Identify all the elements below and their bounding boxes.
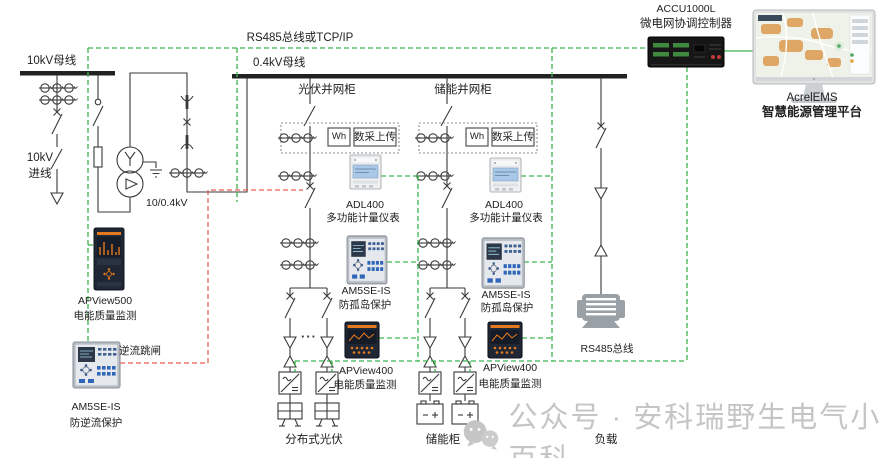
pv-string-2 [314, 288, 340, 427]
am5se-pv-model-label: AM5SE-IS [341, 285, 391, 297]
apview500-model-label: APView500 [77, 295, 133, 307]
storage-string-2 [451, 288, 479, 425]
accu1000l-device [647, 36, 725, 68]
transformer-branch [92, 75, 131, 213]
apview400-pv-model-label: APView400 [338, 365, 394, 377]
more-strings-dots: ··· [301, 329, 317, 344]
apview400-storage-device [487, 321, 523, 359]
motor-load [577, 294, 625, 328]
pv-branch [278, 78, 400, 289]
hv-incoming-feeder [39, 75, 78, 205]
am5se-pv-desc-label: 防孤岛保护 [338, 299, 392, 311]
pv-cabinet-label: 光伏并网柜 [298, 84, 356, 96]
transformer-symbol [116, 146, 144, 198]
hv-bus [20, 71, 115, 76]
am5se-backflow-desc-label: 防逆流保护 [69, 417, 123, 429]
am5se-pv-device [346, 235, 388, 285]
rs485-bus-label: RS485总线 [580, 343, 634, 355]
watermark-text: 公众号 · 安科瑞野生电气小百科 [508, 402, 882, 458]
controller-name-label: 微电网协调控制器 [640, 18, 732, 30]
apview400-storage-desc-label: 电能质量监测 [478, 378, 542, 390]
wechat-icon [463, 420, 499, 450]
adl400-pv-device [349, 154, 382, 190]
storage-cabinet-bottom-label: 储能柜 [425, 434, 461, 446]
am5se-storage-desc-label: 防孤岛保护 [480, 302, 534, 314]
storage-branch [415, 78, 538, 289]
ems-monitor [752, 9, 876, 103]
apview500-device [93, 227, 125, 291]
am5se-backflow-device [72, 341, 121, 389]
apview500-desc-label: 电能质量监测 [73, 310, 137, 322]
storage-string-1 [416, 288, 444, 425]
apview400-pv-device [344, 321, 380, 359]
reverse-trip-line [120, 189, 303, 364]
earth-symbol [143, 161, 162, 178]
adl400-pv-desc-label: 多功能计量仪表 [326, 212, 400, 224]
rs485-network [87, 47, 753, 372]
hv-incoming-label-2: 进线 [28, 168, 52, 180]
distributed-pv-label: 分布式光伏 [285, 434, 343, 446]
adl400-storage-desc-label: 多功能计量仪表 [469, 212, 543, 224]
load-label: 负载 [594, 434, 618, 446]
upload-storage-label: 数采上传 [492, 131, 534, 143]
am5se-backflow-model-label: AM5SE-IS [71, 401, 121, 413]
ems-name-label: 智慧能源管理平台 [761, 105, 863, 119]
lv-bus-label: 0.4kV母线 [253, 57, 306, 69]
am5se-storage-device [481, 237, 525, 289]
adl400-pv-model-label: ADL400 [346, 199, 384, 211]
watermark: 公众号 · 安科瑞野生电气小百科 [462, 394, 889, 458]
controller-model-label: ACCU1000L [656, 3, 716, 15]
lv-bus [232, 74, 627, 79]
hv-bus-label: 10kV母线 [27, 55, 77, 67]
apview400-pv-desc-label: 电能质量监测 [333, 379, 397, 391]
hv-incoming-label-1: 10kV [26, 152, 54, 164]
transformer-ratio-label: 10/0.4kV [146, 197, 188, 209]
pv-string-1 [277, 288, 303, 427]
ems-model-label: AcrelEMS [786, 92, 838, 104]
apview400-storage-model-label: APView400 [482, 362, 538, 374]
load-branch [594, 78, 608, 294]
wh-meter-storage-label: Wh [469, 131, 485, 142]
reverse-trip-label: 逆流跳闸 [119, 345, 161, 357]
upload-pv-label: 数采上传 [354, 131, 396, 143]
comm-bus-label: RS485总线或TCP/IP [246, 32, 354, 44]
adl400-storage-device [489, 157, 522, 193]
wh-meter-pv-label: Wh [331, 131, 347, 142]
transformer-secondary [129, 72, 248, 193]
adl400-storage-model-label: ADL400 [485, 199, 523, 211]
am5se-storage-model-label: AM5SE-IS [481, 289, 531, 301]
storage-cabinet-label: 储能并网柜 [434, 84, 492, 96]
